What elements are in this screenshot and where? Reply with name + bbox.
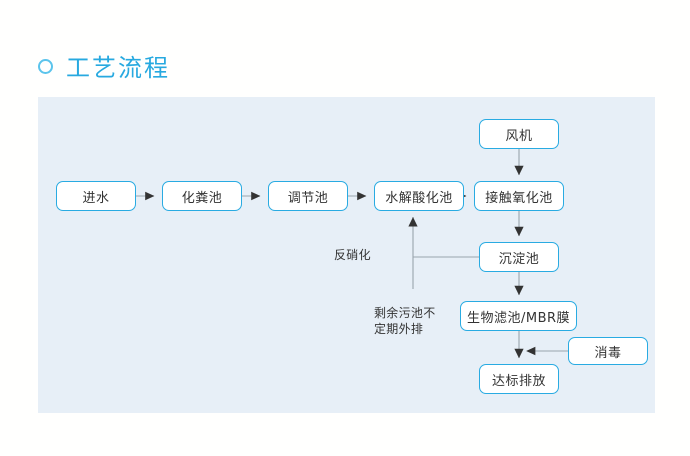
node-label: 生物滤池/MBR膜 bbox=[466, 310, 571, 326]
note-excess-sludge-discharge: 剩余污池不 定期外排 bbox=[374, 289, 436, 337]
node-label: 接触氧化池 bbox=[485, 190, 553, 206]
node-sedimentation-tank[interactable]: 沉淀池 bbox=[479, 242, 559, 272]
node-label: 达标排放 bbox=[491, 373, 546, 389]
node-label: 进水 bbox=[82, 190, 110, 206]
flow-connectors bbox=[136, 149, 568, 359]
node-label: 风机 bbox=[505, 128, 533, 144]
node-label: 调节池 bbox=[287, 190, 329, 206]
node-septic-tank[interactable]: 化粪池 bbox=[162, 181, 242, 211]
node-label: 沉淀池 bbox=[498, 251, 540, 267]
page-title: 工艺流程 bbox=[38, 48, 170, 83]
process-flow-panel: 进水 化粪池 调节池 水解酸化池 接触氧化池 风机 沉淀池 生物滤池/MBR膜 … bbox=[38, 97, 655, 413]
node-compliant-discharge[interactable]: 达标排放 bbox=[479, 364, 559, 394]
node-blower[interactable]: 风机 bbox=[479, 119, 559, 149]
note-denitrification: 反硝化 bbox=[334, 231, 371, 263]
node-label: 水解酸化池 bbox=[385, 190, 453, 206]
node-regulating-tank[interactable]: 调节池 bbox=[268, 181, 348, 211]
page-title-text: 工艺流程 bbox=[66, 54, 170, 82]
note-label: 反硝化 bbox=[334, 248, 371, 262]
ring-circle-icon bbox=[38, 59, 53, 74]
node-contact-oxidation-tank[interactable]: 接触氧化池 bbox=[474, 181, 564, 211]
node-disinfection[interactable]: 消毒 bbox=[568, 337, 648, 365]
node-label: 消毒 bbox=[594, 345, 622, 361]
node-biofilter-mbr[interactable]: 生物滤池/MBR膜 bbox=[460, 301, 577, 331]
node-label: 化粪池 bbox=[181, 190, 223, 206]
node-influent[interactable]: 进水 bbox=[56, 181, 136, 211]
node-hydrolysis-acidification-tank[interactable]: 水解酸化池 bbox=[374, 181, 464, 211]
note-label: 剩余污池不 定期外排 bbox=[374, 306, 436, 336]
